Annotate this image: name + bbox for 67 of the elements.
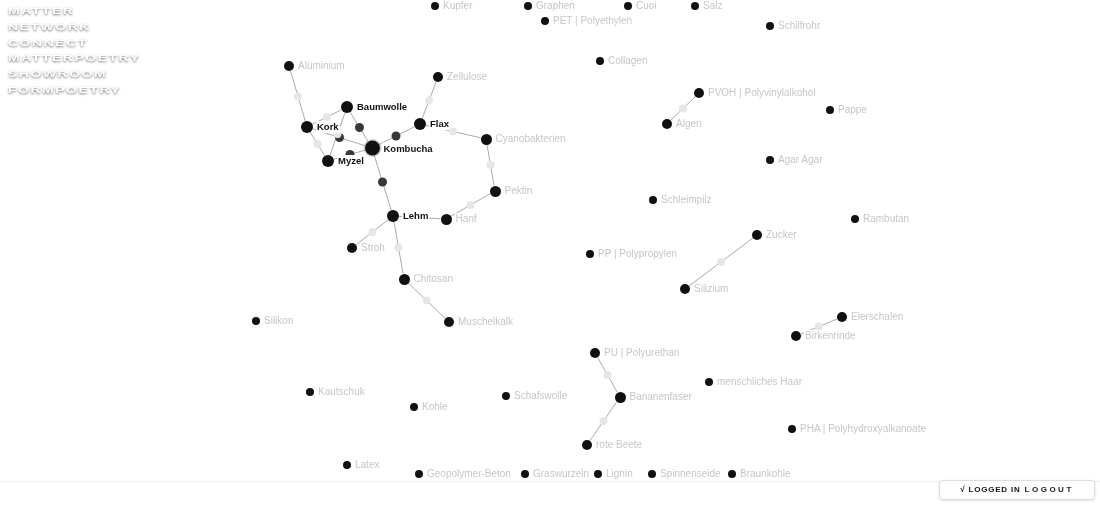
node-label: Braunkohle <box>739 468 792 480</box>
node-label: Algen <box>675 118 703 130</box>
node-label: Hanf <box>454 213 478 225</box>
node-label: Pappe <box>837 104 868 116</box>
node-label: Bananenfaser <box>628 391 693 403</box>
nav-link: NETWORK <box>8 20 91 34</box>
connector-line <box>289 70 306 122</box>
connector-line <box>311 109 343 125</box>
nav-link: CONNECT <box>8 36 88 50</box>
node-label: Kupfer <box>442 0 474 12</box>
connector-line <box>597 356 618 393</box>
connector-line <box>486 143 495 187</box>
node-label: Birkenrinde <box>804 330 857 342</box>
node-label: Spinnenseide <box>659 468 722 480</box>
node-label: Rambutan <box>862 213 911 225</box>
connector-line <box>349 111 369 143</box>
node-label: Kohle <box>421 401 449 413</box>
node-label: Stroh <box>360 242 386 254</box>
connector-line <box>800 318 838 335</box>
node-label: Pektin <box>503 185 534 197</box>
node-label: Graswurzeln <box>532 468 591 480</box>
connector-line <box>393 221 404 275</box>
connector-line <box>329 112 346 156</box>
node-label: Lignin <box>605 468 634 480</box>
connector-line <box>421 81 437 119</box>
connector-line <box>425 124 482 139</box>
nav-link: SHOWROOM <box>8 68 108 82</box>
node-label: Schafswolle <box>513 390 569 402</box>
nav-link: FORMPOETRY <box>8 84 122 97</box>
node-label: PVOH | Polyvinylalkohol <box>707 87 817 99</box>
node-label: Flax <box>429 118 450 130</box>
connector-line <box>688 237 754 287</box>
node-label: Salz <box>702 0 724 12</box>
node-label: Zucker <box>765 229 798 241</box>
node-label: PHA | Polyhydroxyalkanoate <box>799 423 927 435</box>
node-label: Lehm <box>402 210 430 222</box>
node-label: Baumwolle <box>356 101 409 113</box>
node-label: Muschelkalk <box>457 316 515 328</box>
node-label: Zellulose <box>446 71 489 83</box>
node-label: PP | Polypropylen <box>597 248 679 260</box>
nav-link: MATTER <box>8 5 75 18</box>
connector-line <box>312 128 366 147</box>
node-label: Schleimpilz <box>660 194 713 206</box>
connector-line <box>355 219 389 246</box>
node-label: Myzel <box>337 155 365 167</box>
connector-line <box>378 126 416 146</box>
connector-line <box>589 401 618 442</box>
connector-line <box>373 154 392 211</box>
node-label: Graphen <box>535 0 576 12</box>
connector-line <box>450 193 491 217</box>
node-label: Geopolymer-Beton <box>426 468 512 480</box>
nav-link: MATTERPOETRY <box>8 52 141 66</box>
connector-line <box>670 96 696 121</box>
node-label: PU | Polyurethan <box>603 347 681 359</box>
connector-line <box>309 131 326 157</box>
node-label: Cyanobakterien <box>494 133 567 145</box>
connector-line <box>407 282 446 319</box>
node-label: Schilfrohr <box>777 20 822 32</box>
node-label: Agar Agar <box>777 154 824 166</box>
logout-button: LOGOUT <box>1024 485 1074 495</box>
node-label: Kautschuk <box>317 386 366 398</box>
node-label: Aluminium <box>297 60 346 72</box>
node-label: Kork <box>316 121 340 133</box>
node-label: Kombucha <box>382 142 434 154</box>
node-label: Eierschalen <box>850 311 905 323</box>
node-label: PET | Polyethylen <box>552 15 634 27</box>
login-status: √ LOGGED IN <box>960 485 1021 495</box>
